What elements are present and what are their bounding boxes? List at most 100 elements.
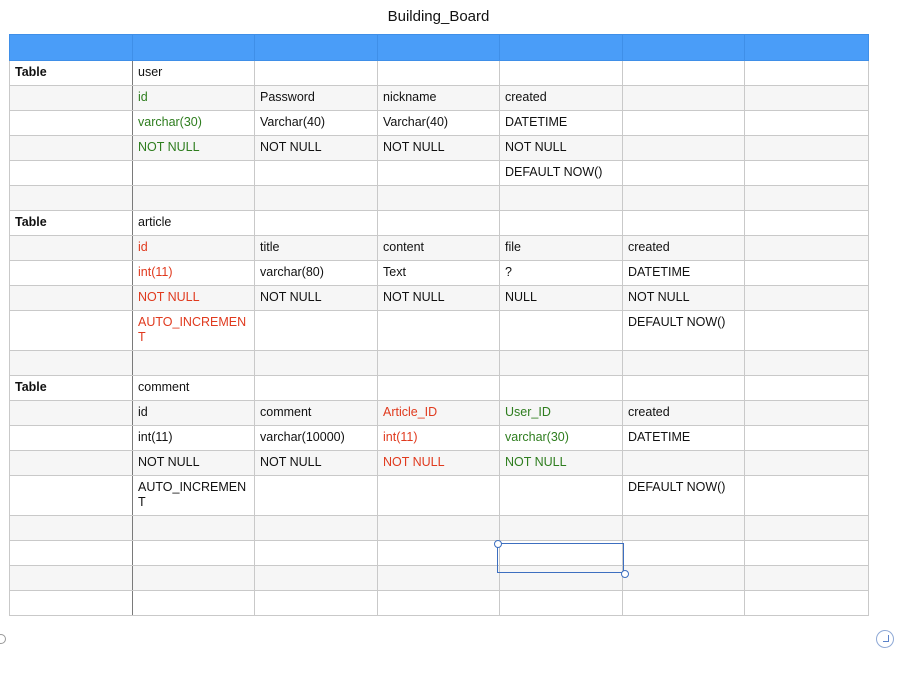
table-cell[interactable]: Varchar(40): [254, 110, 378, 136]
table-cell[interactable]: [9, 565, 133, 591]
table-cell[interactable]: [254, 60, 378, 86]
table-cell[interactable]: varchar(80): [254, 260, 378, 286]
table-cell[interactable]: [254, 210, 378, 236]
table-cell[interactable]: title: [254, 235, 378, 261]
table-cell[interactable]: [622, 565, 745, 591]
sheet-title[interactable]: Building_Board: [387, 8, 490, 25]
table-cell[interactable]: NOT NULL: [499, 135, 623, 161]
table-cell[interactable]: DATETIME: [622, 260, 745, 286]
table-cell[interactable]: comment: [132, 375, 255, 401]
table-cell[interactable]: [499, 60, 623, 86]
table-cell[interactable]: [132, 160, 255, 186]
table-cell[interactable]: NOT NULL: [622, 285, 745, 311]
table-cell[interactable]: Article_ID: [377, 400, 500, 426]
table-cell[interactable]: [622, 210, 745, 236]
table-cell[interactable]: [744, 450, 869, 476]
table-cell[interactable]: [254, 350, 378, 376]
table-cell[interactable]: [744, 160, 869, 186]
table-cell[interactable]: [744, 110, 869, 136]
table-cell[interactable]: [744, 60, 869, 86]
table-cell[interactable]: comment: [254, 400, 378, 426]
table-cell[interactable]: Text: [377, 260, 500, 286]
table-cell[interactable]: [744, 475, 869, 516]
table-cell[interactable]: [132, 350, 255, 376]
table-cell[interactable]: [377, 160, 500, 186]
table-cell[interactable]: [9, 400, 133, 426]
table-cell[interactable]: [622, 110, 745, 136]
table-cell[interactable]: [9, 450, 133, 476]
table-cell[interactable]: [254, 590, 378, 616]
table-cell[interactable]: [622, 160, 745, 186]
table-cell[interactable]: DATETIME: [499, 110, 623, 136]
table-cell[interactable]: NULL: [499, 285, 623, 311]
header-cell[interactable]: [744, 34, 869, 61]
table-cell[interactable]: AUTO_INCREMENT: [132, 310, 255, 351]
table-cell[interactable]: NOT NULL: [132, 285, 255, 311]
table-cell[interactable]: [622, 540, 745, 566]
table-cell[interactable]: [744, 135, 869, 161]
table-cell[interactable]: [377, 565, 500, 591]
table-cell[interactable]: [377, 475, 500, 516]
cell-selection-box[interactable]: [497, 543, 624, 573]
table-cell[interactable]: [254, 160, 378, 186]
header-cell[interactable]: [9, 34, 133, 61]
table-cell[interactable]: [622, 375, 745, 401]
table-cell[interactable]: [254, 565, 378, 591]
table-cell[interactable]: [744, 540, 869, 566]
table-cell[interactable]: [9, 85, 133, 111]
table-cell[interactable]: [744, 285, 869, 311]
table-cell[interactable]: article: [132, 210, 255, 236]
table-cell[interactable]: user: [132, 60, 255, 86]
table-cell[interactable]: [377, 540, 500, 566]
header-cell[interactable]: [499, 34, 623, 61]
table-cell[interactable]: [9, 540, 133, 566]
table-cell[interactable]: [9, 285, 133, 311]
table-cell[interactable]: [9, 515, 133, 541]
table-cell[interactable]: [132, 185, 255, 211]
table-cell[interactable]: [9, 310, 133, 351]
table-cell[interactable]: [254, 475, 378, 516]
header-cell[interactable]: [622, 34, 745, 61]
table-cell[interactable]: id: [132, 85, 255, 111]
table-cell[interactable]: Password: [254, 85, 378, 111]
table-cell[interactable]: [622, 590, 745, 616]
table-cell[interactable]: [744, 400, 869, 426]
table-cell[interactable]: DATETIME: [622, 425, 745, 451]
table-cell[interactable]: Table: [9, 375, 133, 401]
table-cell[interactable]: [622, 450, 745, 476]
table-cell[interactable]: [499, 565, 623, 591]
table-cell[interactable]: [9, 260, 133, 286]
table-cell[interactable]: DEFAULT NOW(): [622, 310, 745, 351]
table-cell[interactable]: Table: [9, 210, 133, 236]
table-cell[interactable]: [622, 515, 745, 541]
table-cell[interactable]: [622, 85, 745, 111]
table-cell[interactable]: [377, 515, 500, 541]
table-cell[interactable]: [132, 515, 255, 541]
table-cell[interactable]: [132, 540, 255, 566]
table-cell[interactable]: [744, 425, 869, 451]
table-cell[interactable]: [744, 260, 869, 286]
table-cell[interactable]: [132, 590, 255, 616]
table-cell[interactable]: [254, 375, 378, 401]
table-cell[interactable]: [744, 375, 869, 401]
table-cell[interactable]: [9, 350, 133, 376]
table-cell[interactable]: [377, 350, 500, 376]
table-cell[interactable]: [499, 515, 623, 541]
table-cell[interactable]: ?: [499, 260, 623, 286]
table-cell[interactable]: varchar(10000): [254, 425, 378, 451]
table-cell[interactable]: [9, 235, 133, 261]
table-cell[interactable]: [254, 185, 378, 211]
table-cell[interactable]: id: [132, 235, 255, 261]
table-cell[interactable]: NOT NULL: [254, 450, 378, 476]
table-resize-icon[interactable]: [876, 630, 894, 648]
table-cell[interactable]: [744, 310, 869, 351]
table-cell[interactable]: [499, 375, 623, 401]
table-cell[interactable]: [377, 185, 500, 211]
table-cell[interactable]: [9, 135, 133, 161]
table-cell[interactable]: [499, 475, 623, 516]
table-cell[interactable]: [254, 310, 378, 351]
header-cell[interactable]: [132, 34, 255, 61]
table-cell[interactable]: id: [132, 400, 255, 426]
table-cell[interactable]: [377, 60, 500, 86]
